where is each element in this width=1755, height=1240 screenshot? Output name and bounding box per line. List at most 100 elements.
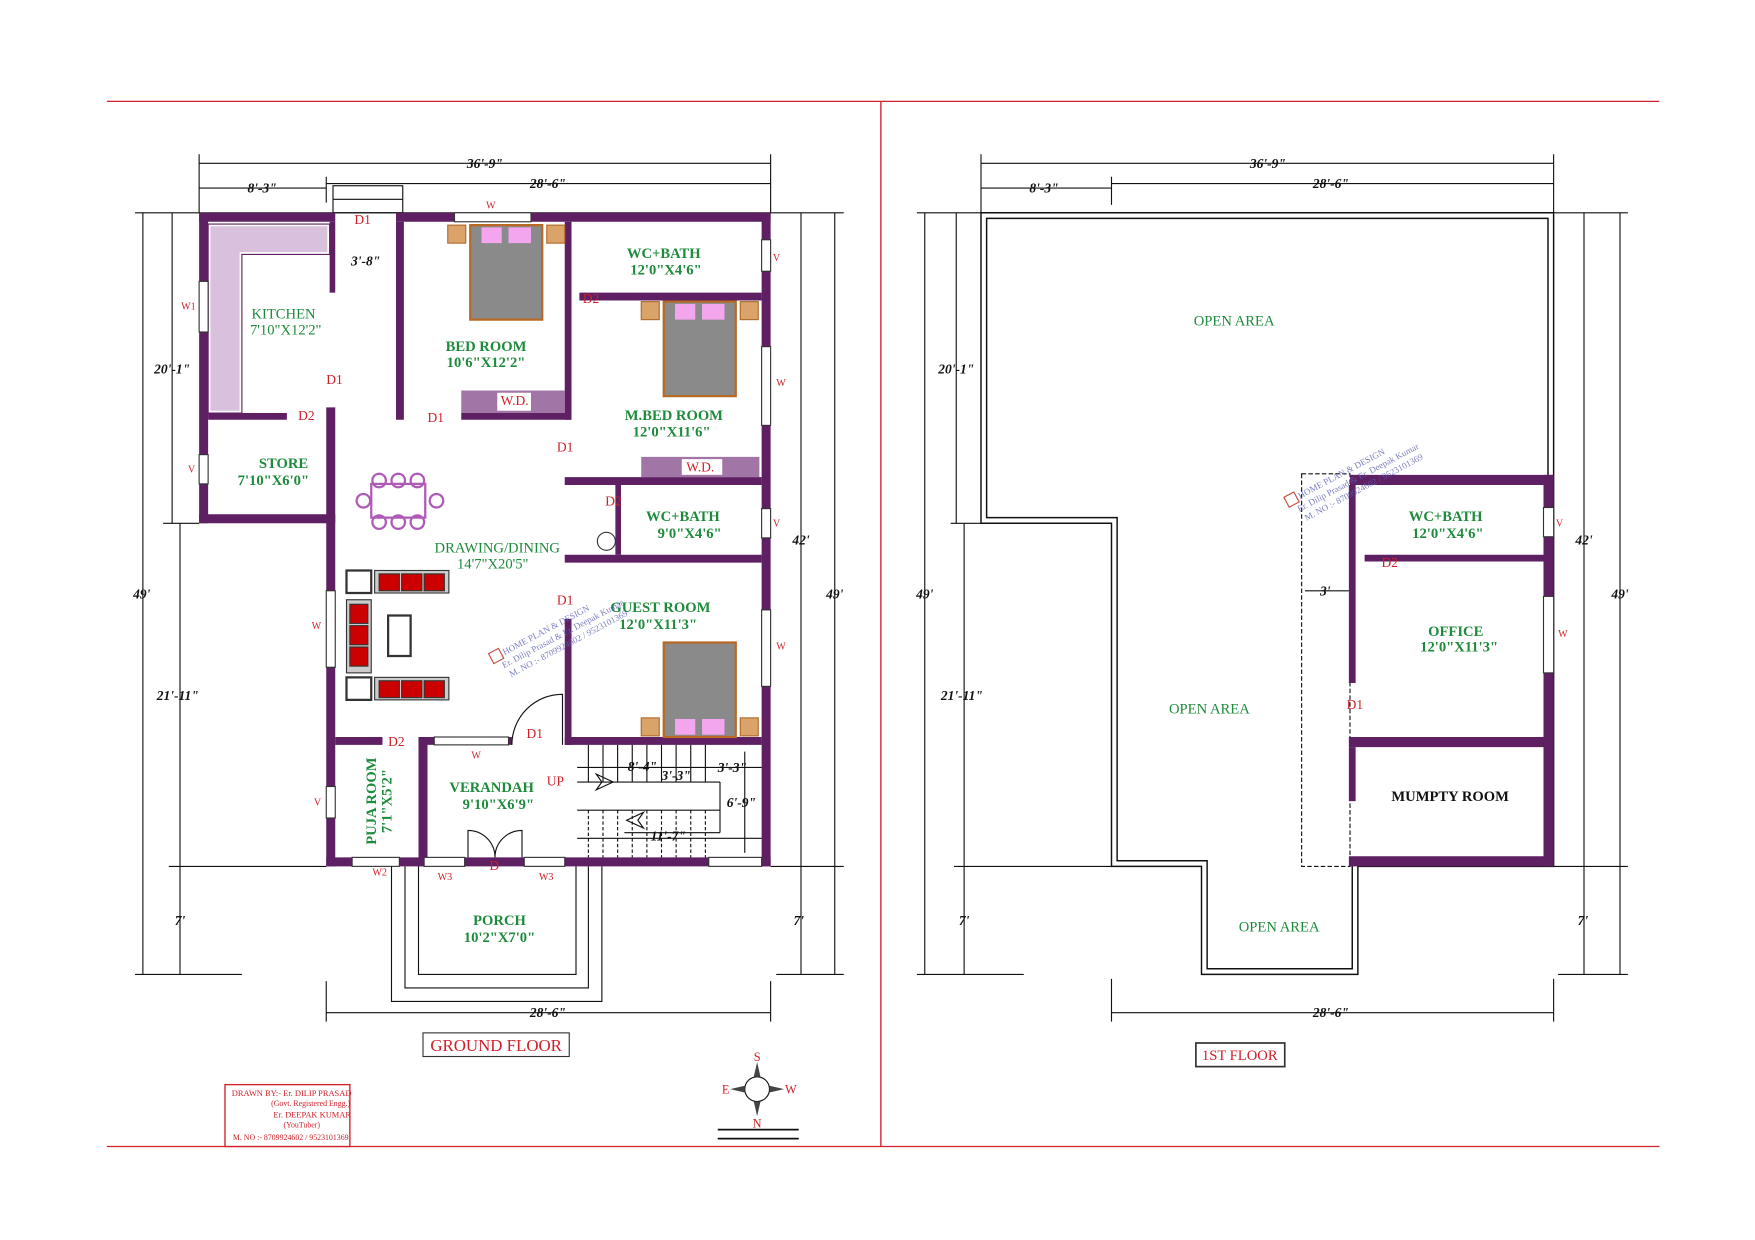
room-wc-bath-2-size: 9'0"X4'6" <box>658 526 722 542</box>
svg-text:S: S <box>754 1050 761 1064</box>
room-ff-wc-name: WC+BATH <box>1409 509 1483 525</box>
tag-d2: D2 <box>605 493 622 508</box>
room-kitchen-name: KITCHEN <box>251 307 316 323</box>
room-porch-name: PORCH <box>473 913 526 929</box>
svg-text:Er. Dilip Prasad & Er. Deepak: Er. Dilip Prasad & Er. Deepak Kumar <box>500 597 625 670</box>
room-porch-size: 10'2"X7'0" <box>464 930 535 946</box>
ff-dim-gap: 3' <box>1319 583 1331 598</box>
tag-w3: W3 <box>438 872 453 883</box>
svg-text:1ST FLOOR: 1ST FLOOR <box>1202 1048 1278 1064</box>
svg-text:(Govt. Registered Engg.): (Govt. Registered Engg.) <box>271 1099 350 1108</box>
room-mbed-size: 12'0"X11'6" <box>633 425 711 441</box>
dim-bottom-width: 28'-6" <box>529 1005 566 1020</box>
dim-stair-c: 3'-3" <box>717 760 747 775</box>
dim-main-width: 28'-6" <box>529 176 566 191</box>
ff-dim-left-width: 8'-3" <box>1029 181 1058 196</box>
room-verandah-name: VERANDAH <box>449 780 534 796</box>
ground-floor-title: GROUND FLOOR <box>422 1032 570 1058</box>
dim-depth-total: 49' <box>132 587 151 602</box>
open-area-label: OPEN AREA <box>1239 920 1320 936</box>
svg-text:W: W <box>785 1083 797 1097</box>
dim-overall-width: 36'-9" <box>466 156 503 171</box>
tag-w1: W1 <box>181 302 196 313</box>
staircase <box>577 744 762 858</box>
ground-floor-plan: 36'-9" 8'-3" 28'-6" 3'-8" 49' 20'-1" 21'… <box>132 154 844 1058</box>
sofa-set <box>345 531 616 701</box>
room-puja-name: PUJA ROOM <box>364 757 380 844</box>
tag-wardrobe: W.D. <box>686 460 714 475</box>
tag-v: V <box>188 465 196 476</box>
tag-v: V <box>314 798 322 809</box>
dim-right-porch: 7' <box>793 913 804 928</box>
tag-v: V <box>773 253 781 264</box>
ff-dim-bottom-width: 28'-6" <box>1312 1005 1349 1020</box>
tag-d1: D1 <box>527 726 544 741</box>
tag-w: W <box>1558 629 1568 640</box>
tag-v: V <box>773 519 781 530</box>
svg-text:DRAWN BY:- Er. DILIP PRASAD: DRAWN BY:- Er. DILIP PRASAD <box>232 1088 352 1098</box>
sheet-frame <box>106 100 1660 1148</box>
door-swings <box>467 693 564 858</box>
room-store-size: 7'10"X6'0" <box>238 473 309 489</box>
dim-stair-h: 6'-9" <box>727 795 756 810</box>
room-bedroom-name: BED ROOM <box>446 339 527 355</box>
tag-w: W <box>471 750 481 761</box>
room-verandah-size: 9'10"X6'9" <box>463 797 534 813</box>
room-mumpty-name: MUMPTY ROOM <box>1391 789 1509 805</box>
svg-text:GROUND FLOOR: GROUND FLOOR <box>430 1036 562 1055</box>
svg-text:N: N <box>753 1116 762 1130</box>
ground-dimensions <box>135 154 844 1022</box>
tag-w: W <box>776 378 786 389</box>
dim-stair-b: 3'-3" <box>661 768 691 783</box>
tag-d1: D1 <box>557 439 574 454</box>
ff-dim-overall-width: 36'-9" <box>1249 156 1286 171</box>
dim-right-depth: 42' <box>791 533 810 548</box>
dim-porch-depth: 7' <box>175 913 186 928</box>
tag-d1: D1 <box>428 410 445 425</box>
room-drawing-name: DRAWING/DINING <box>435 541 561 557</box>
open-area-label: OPEN AREA <box>1169 701 1250 717</box>
room-guest-name: GUEST ROOM <box>610 600 710 616</box>
first-dimensions <box>916 154 1628 1022</box>
tag-d2: D2 <box>388 734 405 749</box>
tag-wardrobe: W.D. <box>501 393 529 408</box>
dim-left-width: 8'-3" <box>248 181 277 196</box>
ff-dim-right-porch: 7' <box>1578 913 1589 928</box>
ff-dim-right-total: 49' <box>1610 587 1629 602</box>
dim-stair-a: 8'-4" <box>628 759 657 774</box>
ff-dim-depth-lower: 21'-11" <box>940 688 983 703</box>
tag-up: UP <box>547 773 564 788</box>
tag-d2: D2 <box>1382 555 1399 570</box>
open-area-label: OPEN AREA <box>1194 313 1275 329</box>
tag-d2: D2 <box>583 291 600 306</box>
tag-w: W <box>776 641 786 652</box>
tag-d2: D2 <box>298 408 315 423</box>
room-wc-bath-1-size: 12'0"X4'6" <box>630 263 701 279</box>
dining-table <box>355 472 445 530</box>
room-drawing-size: 14'7"X20'5" <box>457 556 529 572</box>
room-wc-bath-2-name: WC+BATH <box>646 509 720 525</box>
svg-text:Er. DEEPAK KUMAR: Er. DEEPAK KUMAR <box>273 1109 351 1119</box>
room-office-name: OFFICE <box>1428 624 1483 640</box>
tag-w3: W3 <box>539 872 554 883</box>
ff-dim-depth-upper: 20'-1" <box>937 362 974 377</box>
kitchen-counter <box>207 223 331 414</box>
porch-steps <box>390 866 603 1002</box>
room-store-name: STORE <box>259 456 308 472</box>
compass-icon: S E W N <box>717 1050 799 1140</box>
first-floor-title: 1ST FLOOR <box>1195 1042 1286 1068</box>
room-guest-size: 12'0"X11'3" <box>619 617 697 633</box>
dim-right-total: 49' <box>825 587 844 602</box>
bed-furniture <box>447 224 760 739</box>
tag-v: V <box>1556 519 1564 530</box>
first-floor-plan: OPEN AREA OPEN AREA OPEN AREA WC+BATH 12… <box>915 154 1629 1068</box>
room-wc-bath-1-name: WC+BATH <box>627 246 701 262</box>
tag-w2: W2 <box>372 867 387 878</box>
ff-dim-depth-total: 49' <box>915 587 934 602</box>
ff-dim-porch-depth: 7' <box>959 913 970 928</box>
first-windows <box>1542 506 1555 674</box>
room-kitchen-size: 7'10"X12'2" <box>250 322 322 338</box>
dim-depth-upper: 20'-1" <box>153 362 190 377</box>
dim-passage: 3'-8" <box>350 254 380 269</box>
